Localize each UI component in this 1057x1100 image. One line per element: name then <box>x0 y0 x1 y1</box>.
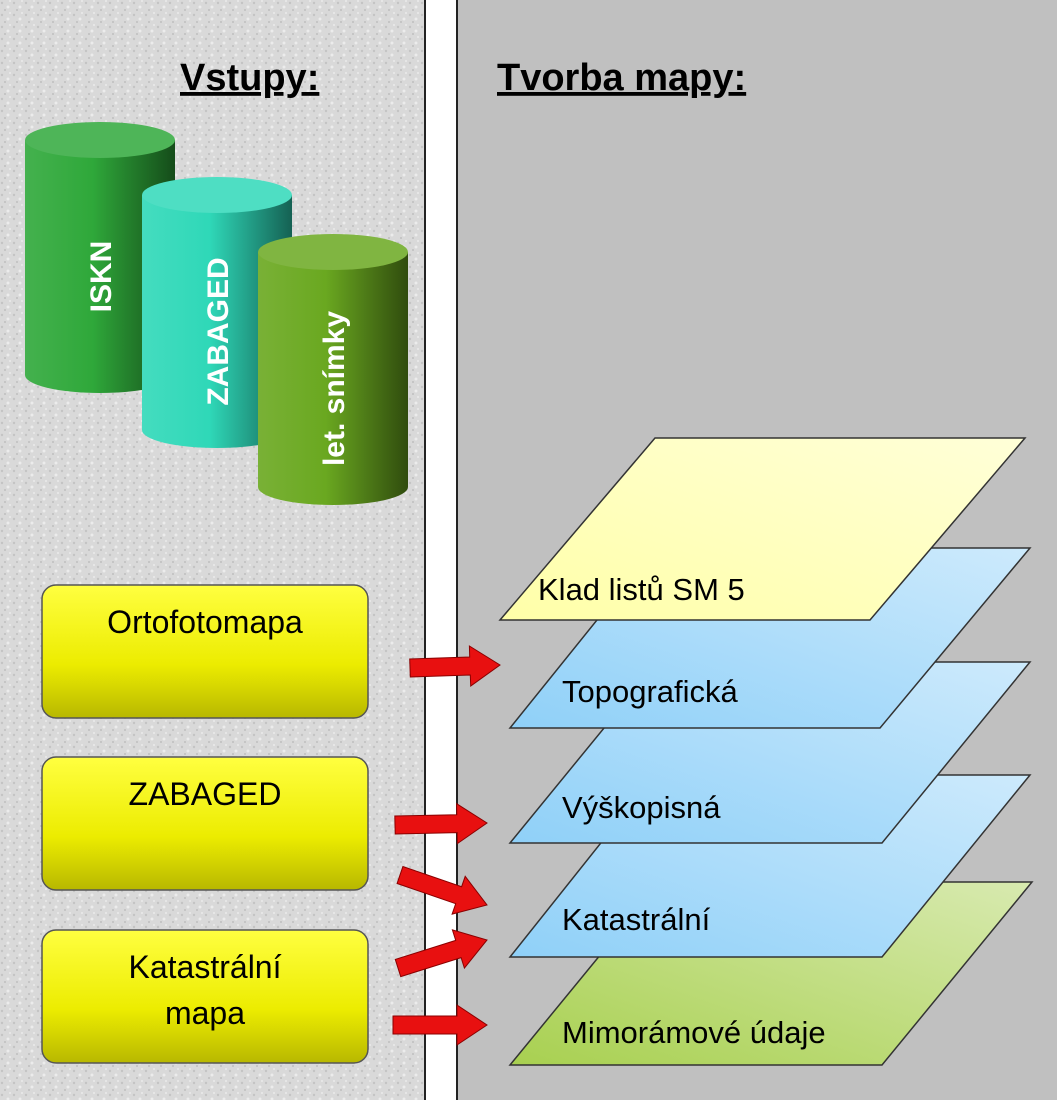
layer-label: Výškopisná <box>562 790 721 825</box>
cylinder-top <box>142 177 292 213</box>
input-box-shape <box>41 584 369 719</box>
cylinder-body <box>142 195 292 448</box>
database-cylinder: ISKN <box>25 122 175 393</box>
input-box-label: Katastrální <box>129 949 282 985</box>
cylinder-label: let. snímky <box>318 311 351 466</box>
cylinder-label: ZABAGED <box>202 257 235 405</box>
input-box: Ortofotomapa <box>41 584 369 719</box>
cylinder-body <box>25 140 175 393</box>
flow-arrow <box>394 802 488 845</box>
cylinder-top <box>25 122 175 158</box>
layer-label: Klad listů SM 5 <box>538 572 745 607</box>
input-box-label: ZABAGED <box>129 776 282 812</box>
database-cylinder: let. snímky <box>258 234 408 505</box>
layer-label: Mimorámové údaje <box>562 1015 826 1050</box>
inputs-title: Vstupy: <box>180 57 319 99</box>
input-box-shape <box>41 929 369 1064</box>
input-box: ZABAGED <box>41 756 369 891</box>
map-layers-stack: Mimorámové údaje Katastrální Výškopisná Top… <box>498 437 1034 1066</box>
layer-sheet <box>498 437 1027 621</box>
flow-arrow <box>409 645 501 687</box>
cylinder-label: ISKN <box>85 241 118 313</box>
flow-arrow <box>396 865 488 915</box>
cylinder-top <box>258 234 408 270</box>
cylinder-body <box>258 252 408 505</box>
flow-arrow <box>392 1004 488 1046</box>
flow-arrows <box>392 645 501 1046</box>
input-box: Katastrální mapa <box>41 929 369 1064</box>
database-cylinders: ISKN ZABAGED let. snímky <box>25 122 408 505</box>
map-creation-title: Tvorba mapy: <box>497 57 746 99</box>
map-layer: Klad listů SM 5 <box>498 437 1027 621</box>
layer-label: Topografická <box>562 674 739 709</box>
flow-arrow <box>394 929 488 978</box>
input-box-label: mapa <box>165 995 245 1031</box>
layer-label: Katastrální <box>562 902 711 937</box>
input-box-shape <box>41 756 369 891</box>
database-cylinder: ZABAGED <box>142 177 292 448</box>
input-box-label: Ortofotomapa <box>107 604 303 640</box>
